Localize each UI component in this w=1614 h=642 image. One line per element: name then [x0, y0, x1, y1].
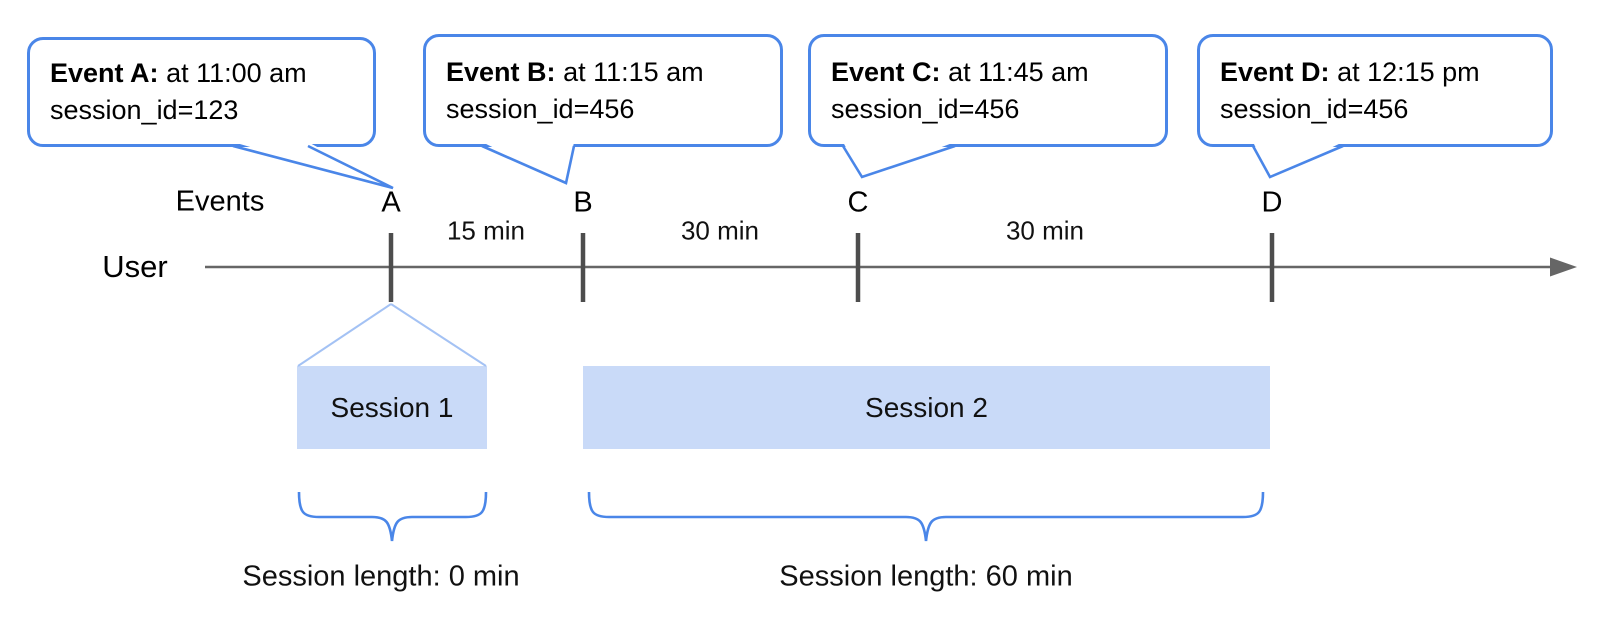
event-a-callout-session: session_id=123 [50, 95, 239, 125]
event-c-callout-session: session_id=456 [831, 93, 1020, 124]
event-b-callout-line1: Event B:at 11:15 am [446, 54, 780, 91]
event-a-callout-title: Event A: [50, 58, 159, 88]
event-b-callout-title: Event B: [446, 56, 556, 87]
user-timeline-label: User [102, 249, 168, 284]
event-b-label: B [573, 186, 593, 219]
event-b-callout-session: session_id=456 [446, 93, 635, 124]
event-b-callout-time: at 11:15 am [563, 56, 704, 87]
events-header-label: Events [175, 185, 265, 218]
interval-b-c-label: 30 min [680, 215, 760, 246]
event-a-callout-tail [232, 142, 394, 190]
event-a-callout-time: at 11:00 am [166, 58, 307, 88]
session-1-length-label: Session length: 0 min [242, 560, 520, 593]
session-1-label: Session 1 [330, 391, 454, 423]
event-b-callout-tail [481, 142, 576, 185]
event-d-callout-title: Event D: [1220, 56, 1330, 87]
event-d-callout-time: at 12:15 pm [1337, 56, 1480, 87]
event-a-session-funnel [297, 303, 487, 367]
event-a-callout-line1: Event A:at 11:00 am [50, 55, 373, 92]
session-1-block: Session 1 [297, 366, 487, 449]
session-2-length-label: Session length: 60 min [779, 560, 1073, 593]
event-c-callout-tail [841, 142, 956, 179]
session-2-brace [587, 491, 1265, 542]
timeline-arrowhead-icon [1550, 257, 1577, 277]
event-a-callout: Event A:at 11:00 am session_id=123 [27, 37, 376, 147]
event-c-callout-title: Event C: [831, 56, 941, 87]
event-d-callout-session: session_id=456 [1220, 93, 1409, 124]
session-2-block: Session 2 [583, 366, 1270, 449]
session-1-brace [297, 491, 488, 542]
event-b-callout: Event B:at 11:15 am session_id=456 [423, 34, 783, 147]
event-c-callout-line1: Event C:at 11:45 am [831, 54, 1165, 91]
event-d-label: D [1261, 186, 1283, 219]
interval-c-d-label: 30 min [1005, 215, 1085, 246]
event-c-label: C [847, 186, 869, 219]
session-2-label: Session 2 [865, 391, 988, 423]
event-d-callout-tail [1251, 142, 1344, 179]
interval-a-b-label: 15 min [446, 215, 526, 246]
event-c-callout: Event C:at 11:45 am session_id=456 [808, 34, 1168, 147]
event-d-callout: Event D:at 12:15 pm session_id=456 [1197, 34, 1553, 147]
event-d-callout-line1: Event D:at 12:15 pm [1220, 54, 1550, 91]
event-c-callout-time: at 11:45 am [948, 56, 1089, 87]
event-a-label: A [381, 186, 401, 219]
